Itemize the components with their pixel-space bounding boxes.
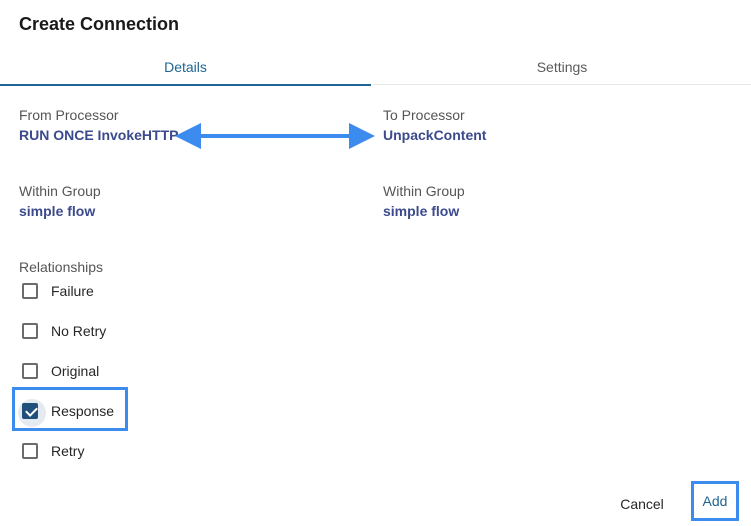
to-group-label: Within Group [383,183,465,199]
response-highlight-annotation [12,387,128,431]
dialog-title: Create Connection [19,14,180,34]
failure-checkbox[interactable] [22,283,38,299]
from-group-label: Within Group [19,183,101,199]
relationship-no-retry[interactable]: No Retry [22,320,182,342]
add-button[interactable]: Add [691,481,739,521]
relationship-label: Original [51,363,100,379]
from-processor-label: From Processor [19,107,119,123]
tab-settings[interactable]: Settings [373,50,751,85]
relationship-label: No Retry [51,323,107,339]
double-arrow-annotation-icon [175,123,375,149]
response-checkbox[interactable] [18,399,46,427]
relationship-label: Failure [51,283,94,299]
no-retry-checkbox[interactable] [22,323,38,339]
cancel-button[interactable]: Cancel [612,494,672,514]
to-group-value: simple flow [383,203,460,219]
relationship-label: Response [51,403,115,419]
to-processor-label: To Processor [383,107,465,123]
tab-details[interactable]: Details [0,50,371,86]
tab-bar: Details Settings [0,50,751,86]
relationship-retry[interactable]: Retry [22,440,182,462]
from-processor-value: RUN ONCE InvokeHTTP [19,127,179,143]
to-processor-value: UnpackContent [383,127,487,143]
relationship-response[interactable]: Response [18,399,182,427]
retry-checkbox[interactable] [22,443,38,459]
from-group-value: simple flow [19,203,96,219]
relationship-original[interactable]: Original [22,360,182,382]
relationships-label: Relationships [19,259,104,275]
relationship-label: Retry [51,443,85,459]
original-checkbox[interactable] [22,363,38,379]
relationship-failure[interactable]: Failure [22,280,182,302]
